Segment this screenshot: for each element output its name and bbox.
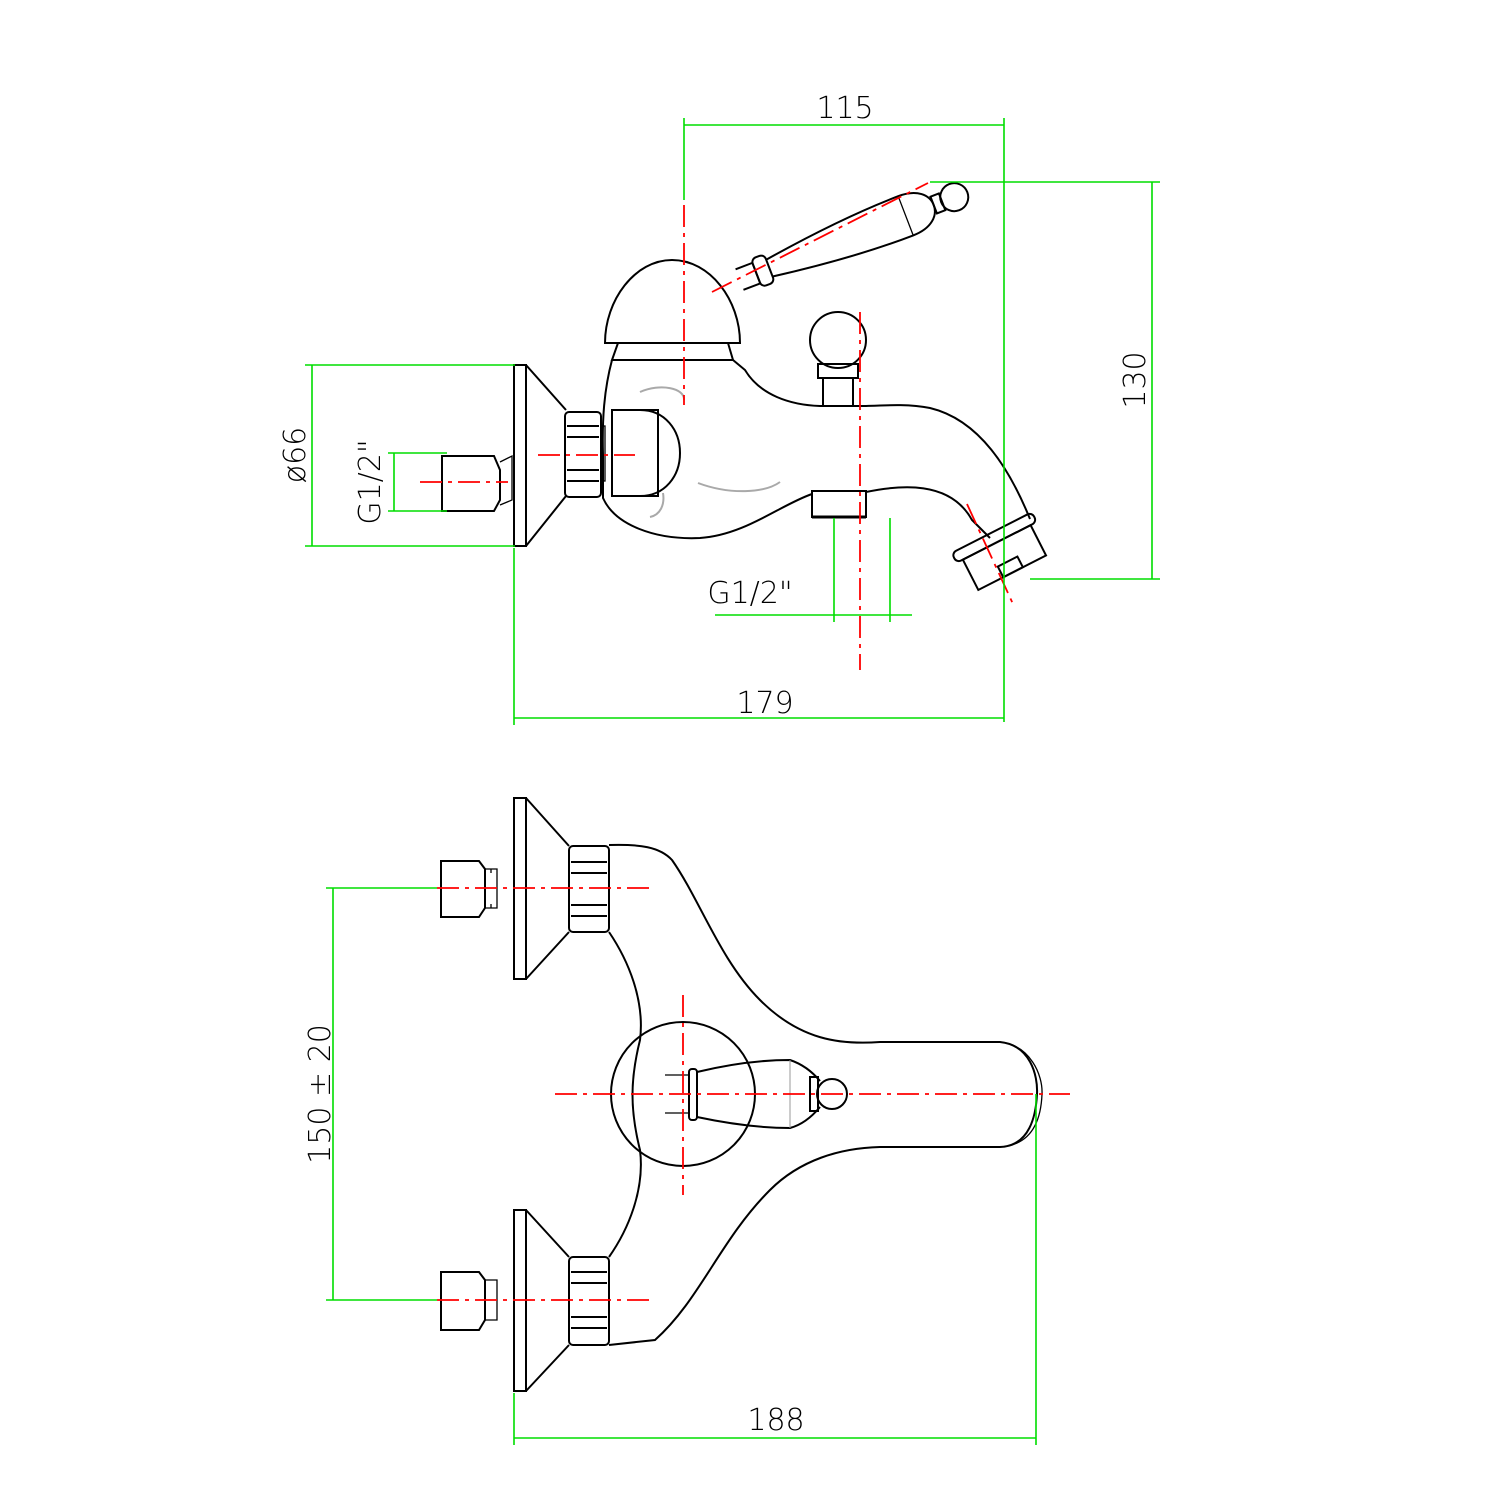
dim-66-label: ø66 xyxy=(278,427,313,484)
dim-188-label: 188 xyxy=(747,1403,804,1438)
dim-115-label: 115 xyxy=(816,91,873,126)
top-view: 150 ± 20 188 xyxy=(303,797,1070,1445)
collar xyxy=(610,342,735,361)
shower-outlet xyxy=(811,490,867,518)
lever-handle xyxy=(735,182,970,291)
diverter-knob xyxy=(809,311,867,406)
mixer-body xyxy=(601,359,1031,540)
dim-inlet-thread-label: G1/2" xyxy=(353,439,388,524)
escutcheon-cone xyxy=(525,364,567,547)
dim-150-label: 150 ± 20 xyxy=(303,1024,338,1164)
dimension-lines-plan xyxy=(326,887,1037,1445)
inlet-fitting xyxy=(441,454,513,512)
dim-179-label: 179 xyxy=(736,686,793,721)
centerlines xyxy=(420,182,1014,670)
dim-130-label: 130 xyxy=(1118,351,1153,408)
dimension-lines xyxy=(305,118,1160,725)
escutcheon-plate xyxy=(513,364,527,547)
dim-outlet-thread-label: G1/2" xyxy=(707,576,792,611)
cartridge-dome xyxy=(603,258,742,344)
mixer-body-plan xyxy=(608,843,1039,1346)
centerlines-plan xyxy=(437,887,1070,1301)
inlet-boss xyxy=(611,409,659,497)
side-view: 115 130 179 ø66 G1/2" G1/2" xyxy=(278,91,1160,725)
spout-aerator xyxy=(952,512,1048,592)
